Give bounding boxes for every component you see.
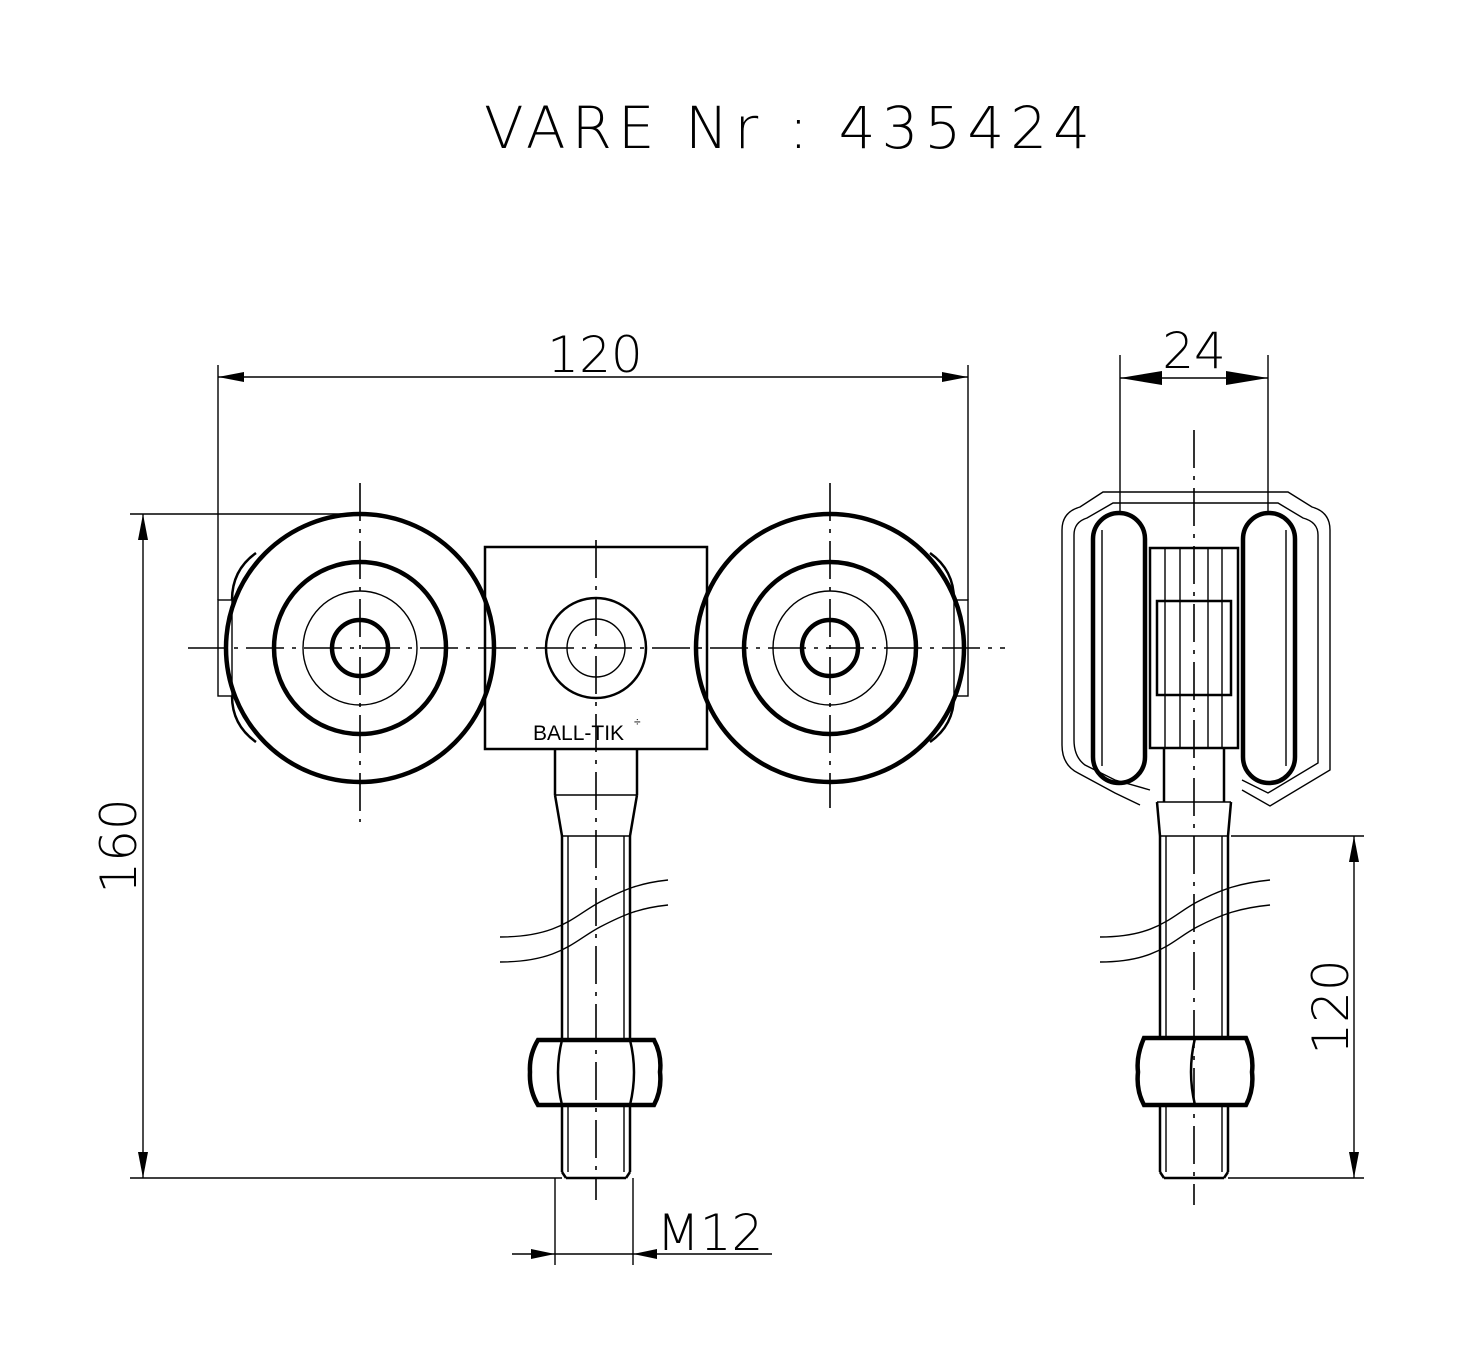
dim-side-width: 24: [1119, 322, 1269, 513]
svg-text:120: 120: [1302, 959, 1360, 1054]
left-rear-wheel-bottom: [230, 695, 257, 744]
side-right-roller: [1240, 510, 1298, 786]
dim-front-height: 160: [90, 513, 562, 1179]
dim-side-height: 120: [1228, 835, 1364, 1179]
front-break-line-top: [499, 879, 669, 938]
side-break-line-bottom: [1099, 904, 1271, 963]
svg-text:24: 24: [1162, 322, 1226, 380]
front-break-line-bottom: [499, 904, 669, 963]
drawing-title: VARE Nr : 435424: [484, 94, 1096, 162]
side-hex-nut: [1135, 1035, 1255, 1108]
side-stem: [1155, 748, 1233, 1180]
dim-front-width: 120: [217, 326, 969, 600]
rail-outer-profile: [1061, 491, 1331, 807]
side-view: 24 120: [1061, 322, 1364, 1205]
brand-mark: ÷: [634, 715, 641, 729]
front-view: BALL-TIK ÷: [90, 326, 1005, 1265]
side-break-line-top: [1099, 879, 1271, 938]
svg-text:M12: M12: [657, 1204, 764, 1262]
svg-text:120: 120: [547, 326, 642, 384]
dim-thread: M12: [512, 1178, 772, 1265]
brand-label: BALL-TIK: [533, 722, 624, 745]
side-left-roller: [1090, 510, 1148, 786]
left-rear-wheel-top: [230, 551, 257, 601]
svg-text:160: 160: [90, 798, 148, 893]
front-hex-nut: [527, 1037, 663, 1108]
rail-inner-profile: [1073, 502, 1319, 794]
